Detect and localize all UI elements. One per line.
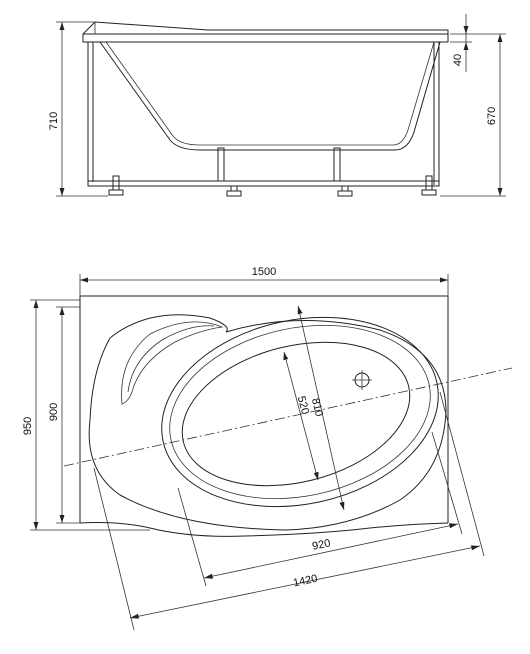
dim-900-label: 900 xyxy=(48,403,60,421)
dim-40-label: 40 xyxy=(452,54,464,66)
dim-920-label: 920 xyxy=(311,537,331,553)
center-axis xyxy=(63,367,513,467)
side-view: 710 670 40 xyxy=(48,14,506,197)
dim-950-label: 950 xyxy=(22,417,34,435)
bowl-rim-outer xyxy=(161,316,439,508)
dim-outer-width: 950 xyxy=(22,299,150,531)
support-1 xyxy=(217,147,225,182)
frame-bottom xyxy=(87,180,440,187)
top-view: 1500 950 900 520 xyxy=(22,266,513,631)
dim-710-label: 710 xyxy=(48,112,60,130)
dim-total-height: 710 xyxy=(48,21,108,197)
top-shell-outer xyxy=(88,314,447,531)
top-seat-inner xyxy=(127,325,215,393)
drain-icon xyxy=(352,370,372,390)
dim-1500-label: 1500 xyxy=(252,266,276,278)
bowl-rim-mid xyxy=(169,324,431,500)
dim-inner-width: 900 xyxy=(48,306,80,524)
dim-bowl-long-short: 810 xyxy=(297,305,345,511)
top-outline xyxy=(79,295,449,523)
dim-bowl-short-axis: 520 xyxy=(283,351,319,481)
dim-rim-thickness: 40 xyxy=(450,14,472,72)
dim-670-label: 670 xyxy=(486,107,498,125)
side-feet xyxy=(108,175,437,197)
dim-rim-height: 670 xyxy=(440,33,506,197)
side-rim xyxy=(82,33,449,43)
side-tub-inner xyxy=(105,41,435,146)
support-2 xyxy=(333,147,341,182)
dim-diagonal-length: 1420 xyxy=(93,391,485,631)
side-headrest xyxy=(82,21,449,35)
top-seat xyxy=(121,321,224,405)
dim-810-label: 810 xyxy=(309,397,325,418)
dim-520-label: 520 xyxy=(295,395,311,416)
dim-bowl-length: 920 xyxy=(177,431,463,587)
bowl-inner xyxy=(181,341,411,487)
side-tub-body xyxy=(99,41,441,151)
dim-1420-label: 1420 xyxy=(292,573,318,590)
dim-length: 1500 xyxy=(79,266,449,296)
top-front-curve xyxy=(79,522,449,537)
